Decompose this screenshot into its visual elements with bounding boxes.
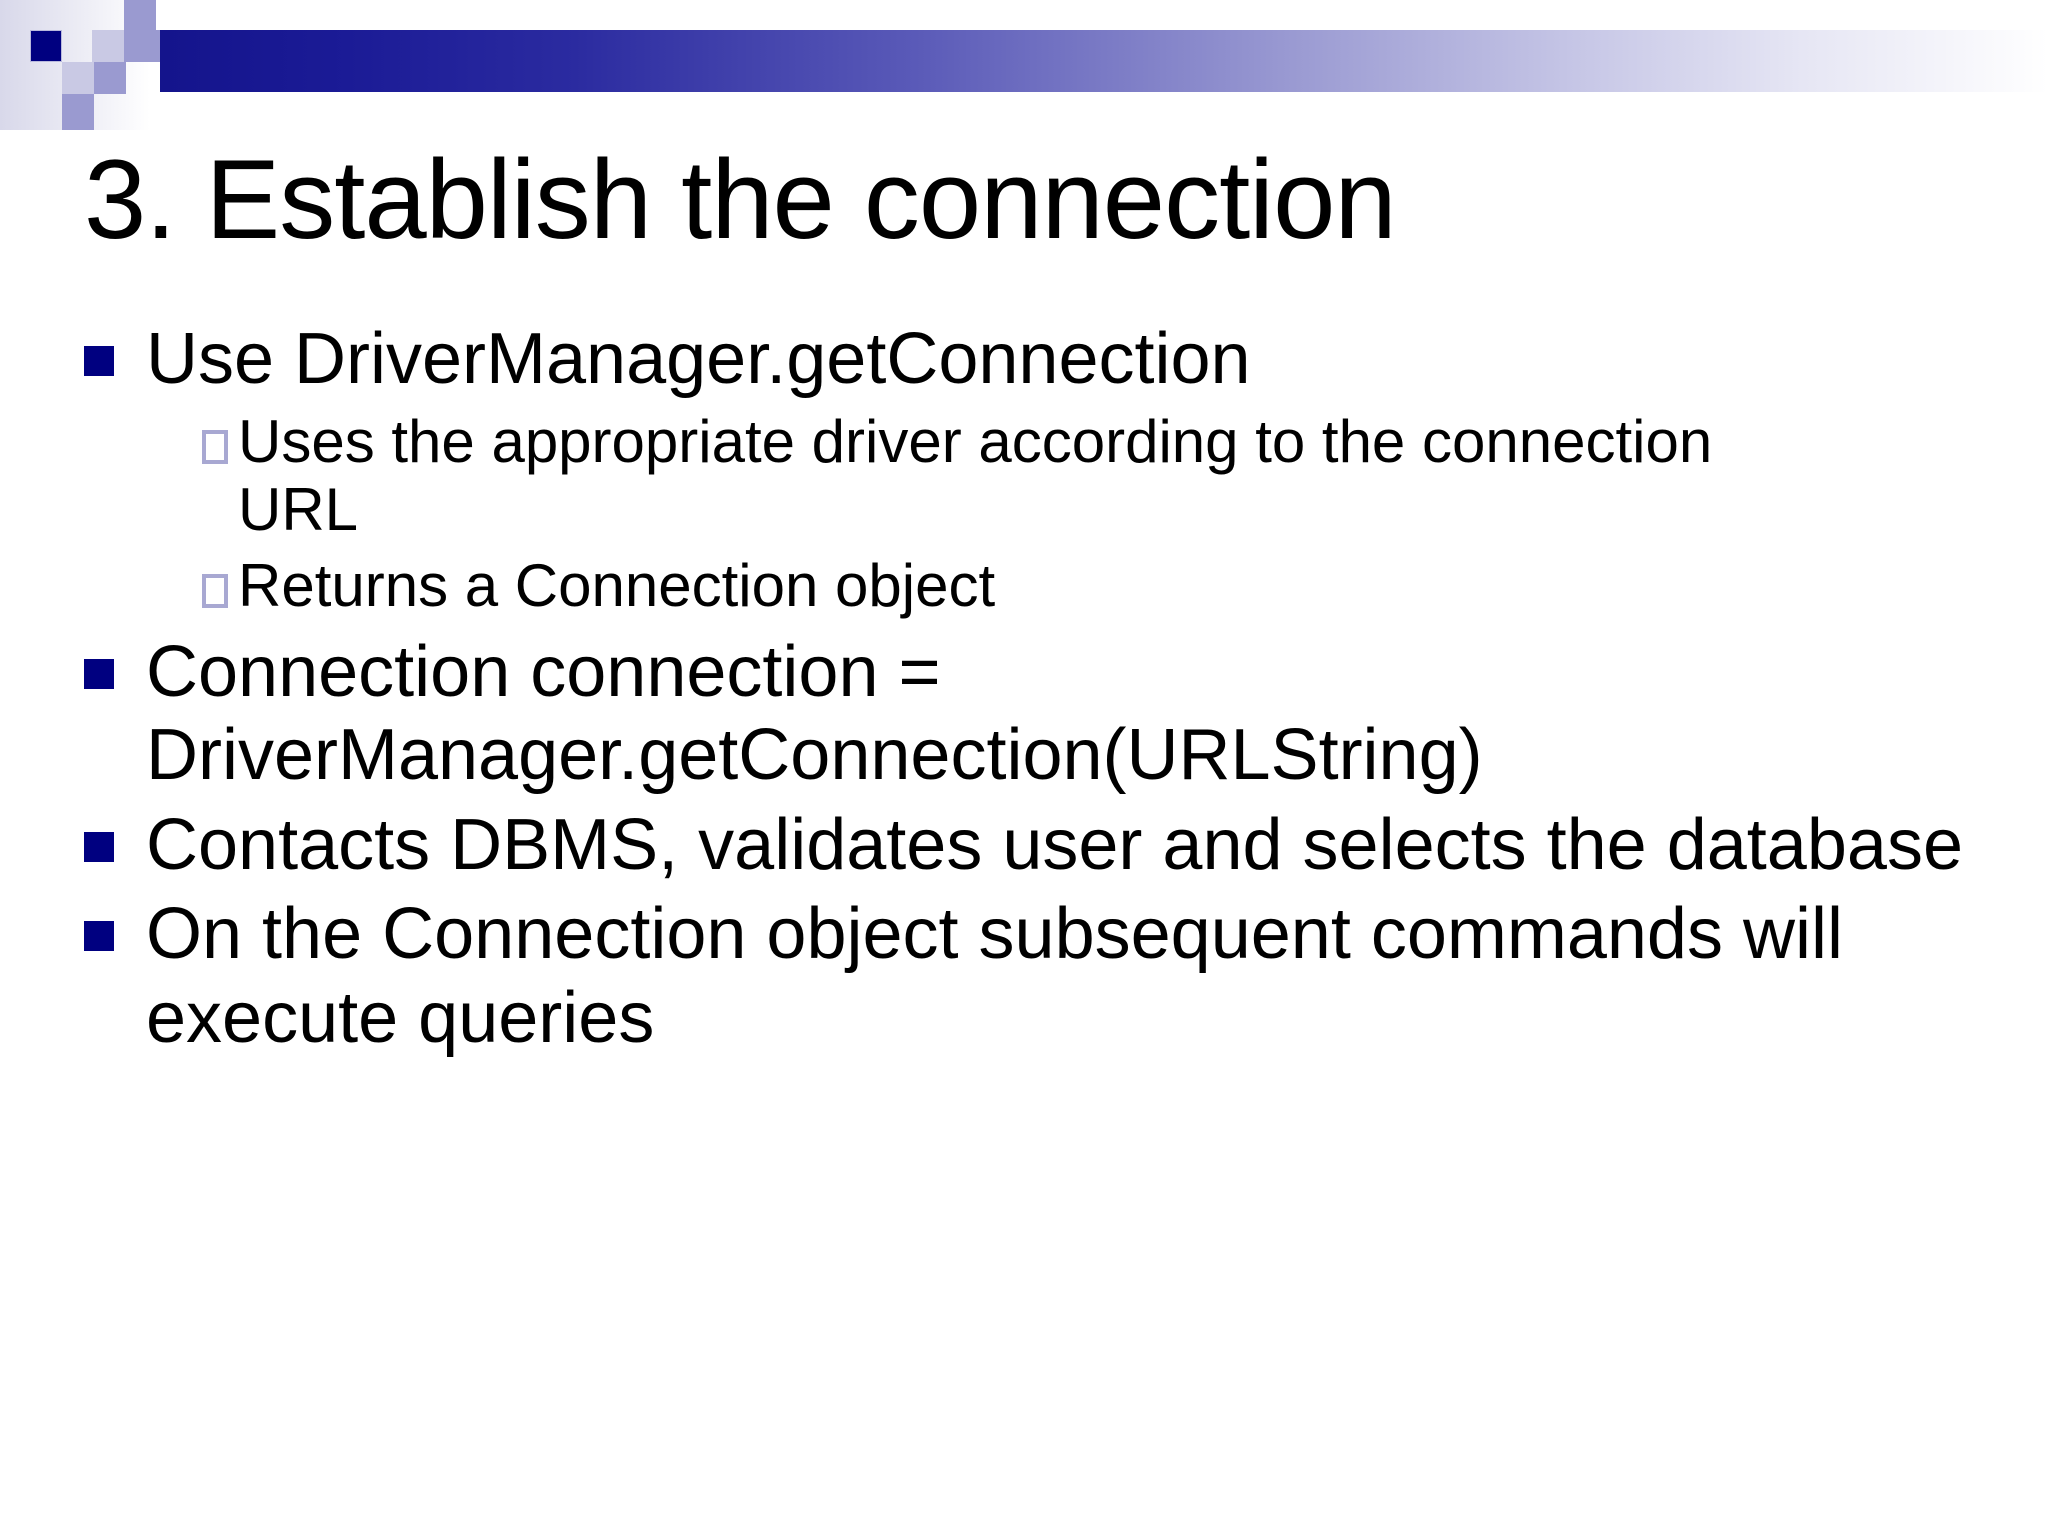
- filled-square-bullet-icon: [84, 831, 114, 862]
- bullet-item: Connection connection = DriverManager.ge…: [84, 631, 1984, 798]
- header-square-lower-b: [94, 62, 126, 94]
- header-square-bottom: [62, 94, 94, 130]
- bullet-item: Contacts DBMS, validates user and select…: [84, 804, 1984, 888]
- bullet-item: On the Connection object subsequent comm…: [84, 893, 1984, 1060]
- filled-square-bullet-icon: [84, 658, 114, 689]
- bullet-text: Use DriverManager.getConnection: [146, 319, 1251, 399]
- slide-body: Use DriverManager.getConnection Uses the…: [84, 318, 1984, 1066]
- bullet-text: On the Connection object subsequent comm…: [146, 894, 1843, 1058]
- header-square-upper-a: [92, 30, 124, 62]
- sub-bullet-item: Uses the appropriate driver according to…: [84, 408, 1984, 545]
- filled-square-bullet-icon: [84, 921, 114, 952]
- bullet-item: Use DriverManager.getConnection: [84, 318, 1984, 402]
- hollow-square-bullet-icon: [202, 429, 228, 464]
- header-square-mid-top: [124, 0, 156, 30]
- bullet-text: Connection connection = DriverManager.ge…: [146, 631, 1483, 796]
- header-square-navy: [30, 30, 62, 62]
- sub-bullet-item: Returns a Connection object: [84, 552, 1984, 620]
- bullet-text: Contacts DBMS, validates user and select…: [146, 804, 1963, 885]
- header-square-lower-a: [62, 62, 94, 94]
- sub-bullet-list: Uses the appropriate driver according to…: [84, 408, 1984, 621]
- filled-square-bullet-icon: [84, 346, 114, 376]
- sub-bullet-text: Returns a Connection object: [238, 552, 996, 620]
- sub-bullet-text: Uses the appropriate driver according to…: [238, 407, 1713, 543]
- slide-header-decoration: [0, 0, 2048, 130]
- header-gradient-band: [160, 30, 2048, 92]
- hollow-square-bullet-icon: [202, 574, 228, 609]
- header-square-upper-b: [124, 30, 160, 62]
- slide-title: 3. Establish the connection: [84, 137, 1397, 262]
